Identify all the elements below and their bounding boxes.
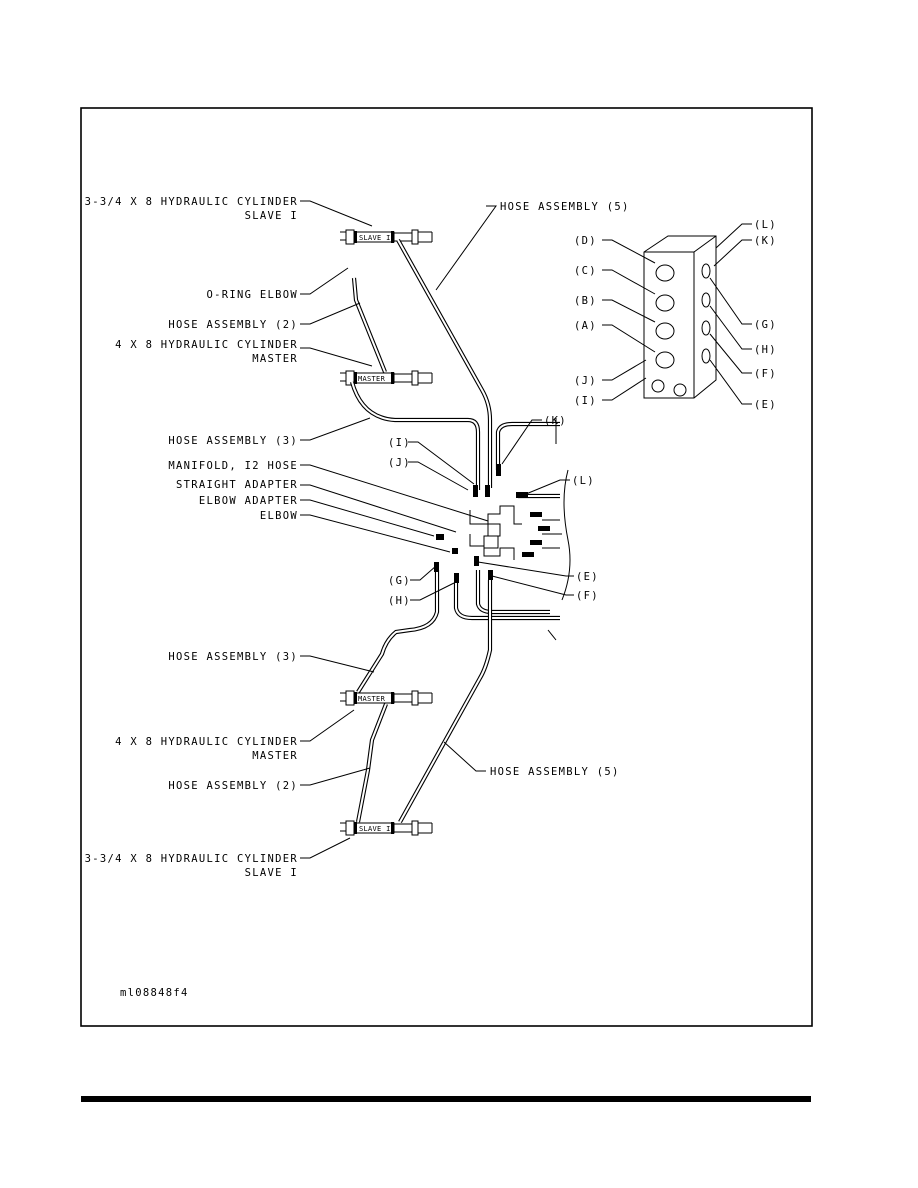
manifold-assembly (434, 418, 571, 641)
detail-port-d: (D) (574, 235, 597, 247)
figure-id: ml08848f4 (120, 987, 189, 999)
detail-port-h: (H) (754, 344, 777, 356)
callout-slave-bottom-line1: 3-3/4 X 8 HYDRAULIC CYLINDER (85, 853, 298, 865)
detail-port-i: (I) (574, 395, 597, 407)
callout-straight-adapter: STRAIGHT ADAPTER (176, 479, 298, 491)
callout-master-top-line1: 4 X 8 HYDRAULIC CYLINDER (115, 339, 298, 351)
callout-slave-top-line1: 3-3/4 X 8 HYDRAULIC CYLINDER (85, 196, 298, 208)
slave-cylinder-top-label: SLAVE I (359, 234, 391, 242)
callout-oring-elbow: O-RING ELBOW (207, 289, 298, 301)
detail-port-k: (K) (754, 235, 777, 247)
port-f: (F) (576, 590, 599, 602)
port-i: (I) (388, 437, 411, 449)
manifold-detail-block (643, 235, 717, 399)
port-g: (G) (388, 575, 411, 587)
hose-assemblies (349, 238, 560, 824)
master-cylinder-bottom: MASTER (340, 690, 433, 706)
callout-hose3-bottom: HOSE ASSEMBLY (3) (168, 651, 298, 663)
slave-cylinder-top: SLAVE I (340, 229, 433, 245)
detail-port-b: (B) (574, 295, 597, 307)
detail-port-c: (C) (574, 265, 597, 277)
callout-slave-top-line2: SLAVE I (245, 210, 298, 222)
right-callouts: HOSE ASSEMBLY (5) HOSE ASSEMBLY (5) (490, 201, 630, 778)
detail-port-a: (A) (574, 320, 597, 332)
master-cylinder-top-label: MASTER (358, 375, 386, 383)
slave-cylinder-bottom: SLAVE I (340, 820, 433, 836)
port-l: (L) (572, 475, 595, 487)
callout-master-top-line2: MASTER (252, 353, 298, 365)
detail-port-l: (L) (754, 219, 777, 231)
master-cylinder-top: MASTER (340, 370, 433, 386)
page-footer-rule (81, 1096, 811, 1102)
slave-cylinder-bottom-label: SLAVE I (359, 825, 391, 833)
callout-hose5-top: HOSE ASSEMBLY (5) (500, 201, 630, 213)
callout-hose3-top: HOSE ASSEMBLY (3) (168, 435, 298, 447)
master-cylinder-bottom-label: MASTER (358, 695, 386, 703)
port-letters: (I) (J) (K) (L) (G) (H) (E) (F) (388, 415, 599, 607)
port-k: (K) (544, 415, 567, 427)
callout-master-bottom-line1: 4 X 8 HYDRAULIC CYLINDER (115, 736, 298, 748)
manifold-detail-letters: (D) (C) (B) (A) (J) (I) (L) (K) (G) (H) … (574, 219, 777, 411)
callout-manifold: MANIFOLD, I2 HOSE (168, 460, 298, 472)
callout-elbow-adapter: ELBOW ADAPTER (199, 495, 298, 507)
port-e: (E) (576, 571, 599, 583)
callout-slave-bottom-line2: SLAVE I (245, 867, 298, 879)
callout-hose5-bottom: HOSE ASSEMBLY (5) (490, 766, 620, 778)
detail-port-f: (F) (754, 368, 777, 380)
detail-port-e: (E) (754, 399, 777, 411)
leader-lines (300, 200, 752, 859)
port-h: (H) (388, 595, 411, 607)
diagram-border (80, 107, 813, 1027)
callout-master-bottom-line2: MASTER (252, 750, 298, 762)
left-callouts: 3-3/4 X 8 HYDRAULIC CYLINDER SLAVE I O-R… (85, 196, 298, 879)
callout-hose2-bottom: HOSE ASSEMBLY (2) (168, 780, 298, 792)
port-j: (J) (388, 457, 411, 469)
detail-port-j: (J) (574, 375, 597, 387)
callout-elbow: ELBOW (260, 510, 298, 522)
detail-port-g: (G) (754, 319, 777, 331)
callout-hose2-top: HOSE ASSEMBLY (2) (168, 319, 298, 331)
